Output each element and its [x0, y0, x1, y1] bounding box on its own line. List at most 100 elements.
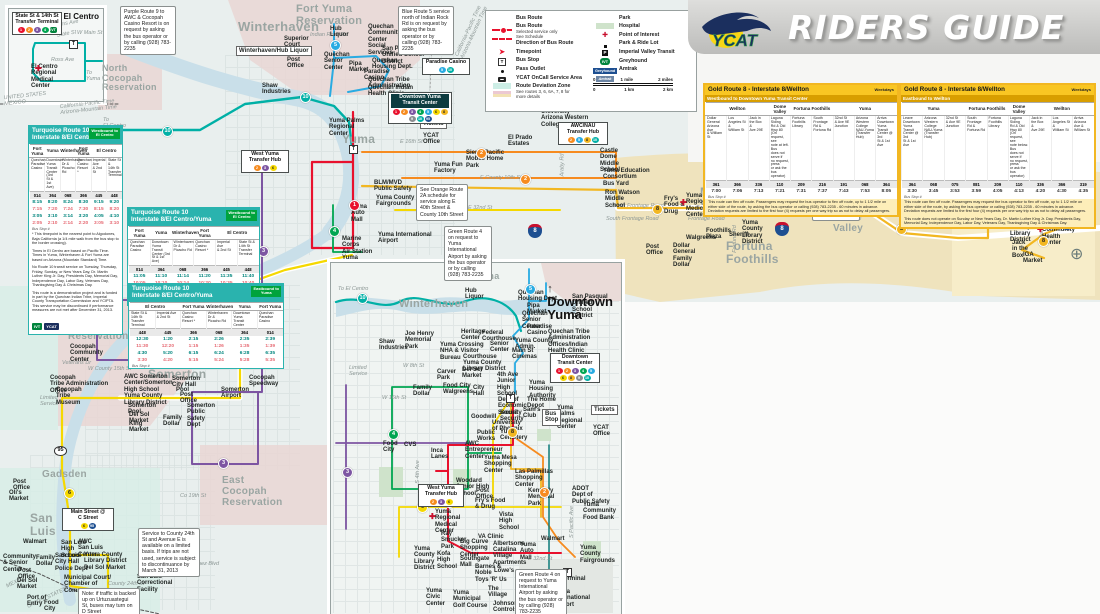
- stop-label: King Market: [129, 421, 149, 434]
- departure-time: 7:00: [711, 188, 721, 194]
- bus-stop-number-label: Bus Stop #: [32, 226, 50, 231]
- street-label: To El Centro: [338, 286, 369, 292]
- street-label: Araby Rd: [559, 153, 566, 177]
- column-group: Dome Valley: [1008, 101, 1030, 116]
- map-note: Green Route 4 on request to Yuma Interna…: [444, 226, 492, 281]
- route-number-marker: 1: [349, 200, 360, 211]
- legend-icon-cross: ✚: [593, 24, 617, 39]
- route-number-marker: 10: [162, 126, 173, 137]
- route-number-marker: 6: [64, 488, 75, 499]
- route-number-marker: 5: [525, 284, 536, 295]
- route-number-marker: 3: [342, 467, 353, 478]
- route-badge-9: 9: [575, 374, 583, 381]
- stop-label: San Luis Correctional Facility: [137, 574, 173, 593]
- downtown-title: ↑ Downtown Yuma: [547, 268, 613, 322]
- stop-label: Food City: [383, 441, 398, 454]
- street-label: W 16th St: [382, 395, 407, 401]
- legend-label: Amtrak: [619, 66, 638, 73]
- departure-time: 7:53: [860, 188, 870, 194]
- stop-label: Yuma County Fairgrounds: [376, 195, 415, 208]
- stop-label: Somerton Airport: [221, 387, 250, 400]
- bus-stop-number: 364: [901, 179, 923, 188]
- stop-name: Dollar General Arizona Ave & William St: [704, 115, 727, 181]
- place-label: North Cocopah Reservation: [102, 63, 157, 93]
- bus-stop-number: 364: [231, 328, 258, 337]
- place-label: Gadsden: [42, 469, 87, 480]
- departure-time: 3:14: [63, 213, 73, 219]
- departure-time: 9:20: [109, 199, 120, 205]
- route-number-marker: 4: [388, 429, 399, 440]
- departure-time: 6:28: [239, 351, 250, 357]
- stop-label: Southgate Mall: [460, 556, 490, 569]
- schedule-note: This route does not operate on Sunday or…: [901, 215, 1094, 228]
- legend-icon-ivt: IVT: [593, 50, 617, 65]
- departure-time: 3:45: [928, 188, 939, 194]
- ivt-icon: IVT: [599, 57, 611, 65]
- stop-name: Jack in the Box & Ave 29E: [1029, 115, 1052, 181]
- cross-icon: ✚: [602, 32, 608, 40]
- route-badge-8: 8: [583, 136, 591, 143]
- stop-label: City Hall: [473, 385, 485, 398]
- place-label: Fort Yuma Reservation: [296, 3, 363, 27]
- stop-label: Yuma County Library District Del Sol Mar…: [84, 552, 127, 571]
- route-badge-2: 2: [253, 164, 261, 171]
- stop-name: South Frontage Rd & Fortuna Rd: [811, 115, 834, 181]
- departure-time: 7:13: [753, 188, 764, 194]
- street-label: W County 15th St: [88, 366, 132, 372]
- stop-name: Los Angeles St & William St: [1050, 115, 1073, 181]
- column-group: Fortuna Foothills: [965, 101, 1009, 116]
- departure-time: 8:05: [881, 188, 892, 194]
- departure-time: 7:43: [838, 188, 849, 194]
- stop-name: Arizona Western College NAU-Yuma (Transf…: [853, 115, 876, 181]
- bus-stop-number: 014: [29, 190, 45, 199]
- departure-time: 4:20: [163, 358, 173, 364]
- bus-stop-number: 361: [705, 179, 727, 188]
- route-badge-95: 95: [88, 522, 96, 529]
- stop-label: Family Dollar: [163, 415, 183, 428]
- stop-label: Kofa High School: [437, 551, 458, 570]
- departure-time: 3:10: [47, 213, 58, 219]
- bus-stop-number: 448: [237, 265, 259, 274]
- bus-stop-number: 068: [206, 328, 232, 337]
- bus-stop-number: 445: [155, 328, 181, 337]
- departure-time: 7:15: [32, 206, 42, 212]
- route-badge-4: 4: [579, 367, 587, 374]
- stop-label: Food City Walgreens: [443, 383, 474, 396]
- stop-label: Carver Park: [437, 369, 457, 382]
- legend-label: Point of Interest: [619, 31, 660, 38]
- stop-name: Quechan Paradise Casino: [128, 239, 151, 266]
- departure-time: 3:53: [950, 188, 960, 194]
- stop-label: AWC Somerton Center/Somerton High School…: [124, 374, 173, 406]
- stop-label: CVS: [404, 442, 417, 448]
- schedule-note: Times in El Centro are based on Pacific …: [32, 248, 109, 262]
- stop-label: Sam's Club: [523, 407, 541, 420]
- schedule-table: Turquoise Route 10 Interstate 8/El Centr…: [128, 283, 284, 370]
- header-bar: YCAT RIDERS GUIDE: [688, 0, 1100, 54]
- stop-label: San Luis City Hall Police Dept: [55, 553, 88, 572]
- stop-label: VA Clinic: [478, 534, 504, 540]
- stop-label: Yuma Municipal Golf Course: [453, 590, 488, 609]
- departure-time: 1:35: [239, 344, 250, 350]
- page-title: RIDERS GUIDE: [788, 7, 1065, 47]
- stop-label: Tickets: [591, 405, 618, 416]
- route-badge-2: 2: [25, 26, 33, 33]
- column-group: Wellton: [705, 101, 770, 116]
- stop-name: Quechan Paradise Casino: [256, 310, 283, 329]
- stop-name: Arizona Western College NAU-Yuma (Transf…: [922, 115, 945, 181]
- bus-stop-number: 366: [1051, 179, 1073, 188]
- stop-name: Downtown Yuma Transit Center (3rd St & 1…: [149, 239, 172, 266]
- stop-label: Courthouse: [463, 354, 497, 360]
- bus-stop-number: 110: [1008, 179, 1030, 188]
- column-group: Yuma: [150, 225, 172, 240]
